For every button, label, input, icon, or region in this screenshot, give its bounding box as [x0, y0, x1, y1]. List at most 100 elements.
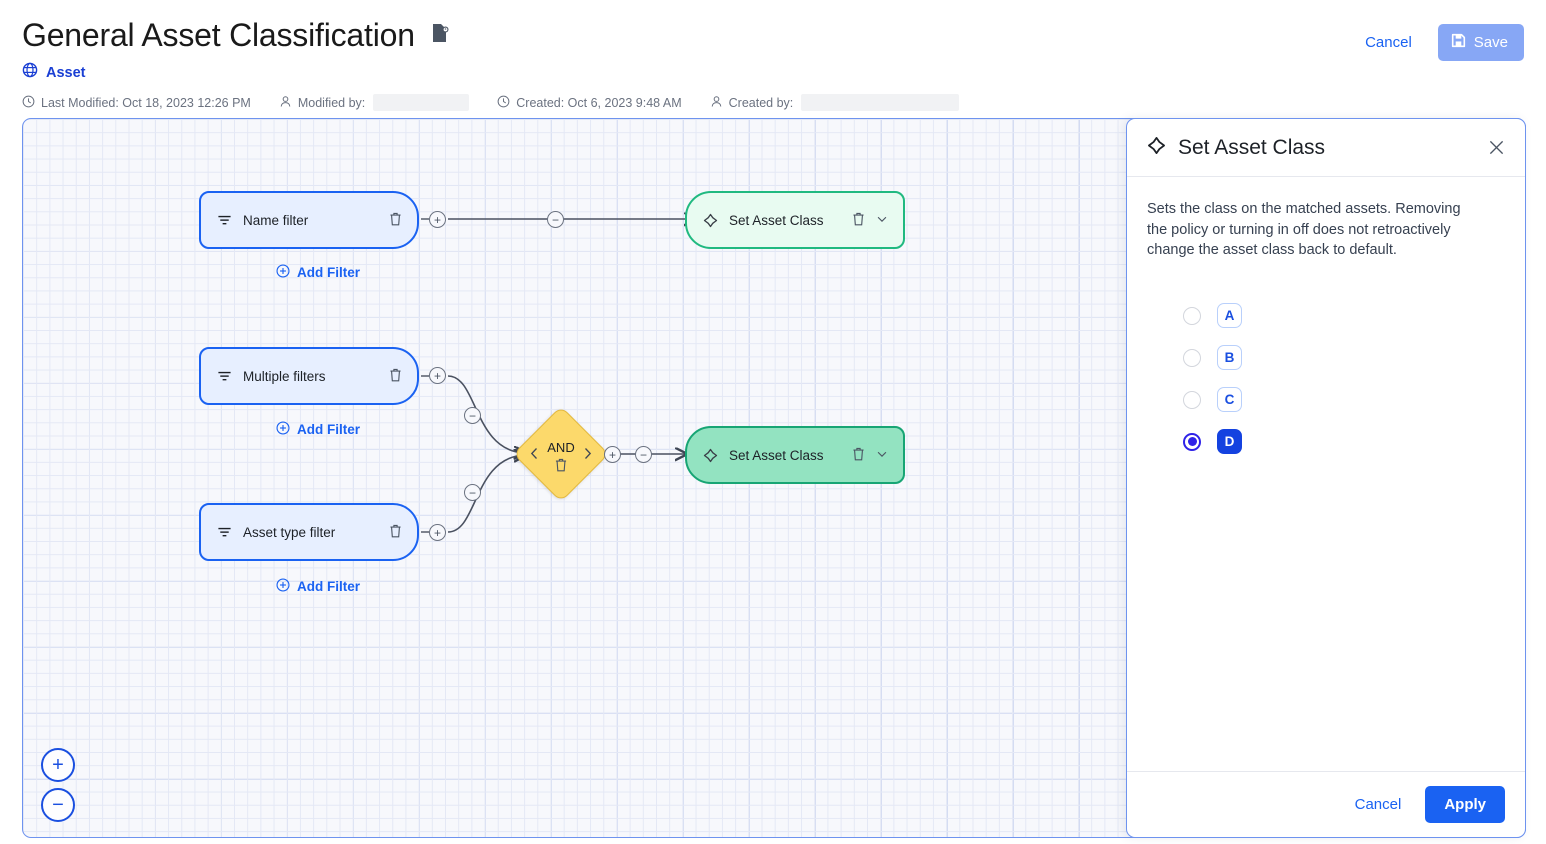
add-filter-name[interactable]: Add Filter: [276, 264, 360, 281]
save-disk-icon: [1451, 33, 1466, 52]
radio-d[interactable]: [1183, 432, 1201, 451]
plus-circle-icon: [276, 264, 290, 281]
meta-label: Last Modified: Oct 18, 2023 12:26 PM: [41, 95, 251, 110]
asset-class-icon: [1147, 136, 1166, 160]
filter-icon: [217, 525, 232, 540]
node-tools: [388, 523, 403, 542]
trash-icon[interactable]: [388, 211, 403, 230]
user-icon: [710, 95, 723, 111]
panel-apply-button[interactable]: Apply: [1425, 786, 1505, 823]
close-icon[interactable]: [1488, 139, 1505, 156]
globe-icon: [22, 62, 38, 83]
save-button[interactable]: Save: [1437, 24, 1524, 61]
badge-a[interactable]: A: [1217, 303, 1242, 329]
cancel-button[interactable]: Cancel: [1365, 34, 1412, 51]
radio-b[interactable]: [1183, 348, 1201, 367]
add-filter-label: Add Filter: [297, 265, 360, 280]
clock-icon: [497, 95, 510, 111]
header-actions: Cancel Save: [1363, 24, 1524, 61]
node-label: Set Asset Class: [729, 447, 824, 463]
document-info-icon[interactable]: [431, 23, 449, 48]
edge-add-handle[interactable]: +: [604, 446, 621, 463]
page-title: General Asset Classification: [22, 17, 415, 53]
plus-circle-icon: [276, 421, 290, 438]
node-tools: [851, 211, 889, 230]
badge-c[interactable]: C: [1217, 387, 1242, 413]
node-tools: [388, 211, 403, 230]
redacted-value: [801, 94, 960, 111]
node-tools: [851, 446, 889, 465]
asset-class-icon: [703, 213, 718, 228]
node-label: Name filter: [243, 212, 309, 228]
edge-remove-handle[interactable]: −: [547, 211, 564, 228]
add-filter-label: Add Filter: [297, 579, 360, 594]
redacted-value: [373, 94, 470, 111]
node-tools: [388, 367, 403, 386]
meta-created-by: Created by:: [710, 94, 960, 111]
chevron-left-icon[interactable]: [530, 447, 539, 463]
edge-add-handle[interactable]: +: [429, 211, 446, 228]
node-name-filter[interactable]: Name filter: [199, 191, 419, 249]
node-asset-type-filter[interactable]: Asset type filter: [199, 503, 419, 561]
edge-add-handle[interactable]: +: [429, 524, 446, 541]
meta-modified-by: Modified by:: [279, 94, 470, 111]
meta-created: Created: Oct 6, 2023 9:48 AM: [497, 95, 682, 111]
badge-b[interactable]: B: [1217, 345, 1242, 371]
node-label: Set Asset Class: [729, 212, 824, 228]
chevron-down-icon[interactable]: [875, 212, 889, 229]
add-filter-multiple[interactable]: Add Filter: [276, 421, 360, 438]
clock-icon: [22, 95, 35, 111]
panel-title: Set Asset Class: [1178, 135, 1326, 159]
logic-gate-and[interactable]: AND: [512, 405, 610, 503]
breadcrumb-label: Asset: [46, 64, 86, 81]
radio-c[interactable]: [1183, 390, 1201, 409]
chevron-right-icon[interactable]: [583, 447, 592, 463]
metadata-bar: Last Modified: Oct 18, 2023 12:26 PM Mod…: [22, 94, 987, 111]
add-filter-asset-type[interactable]: Add Filter: [276, 578, 360, 595]
option-row-d[interactable]: D: [1147, 421, 1505, 463]
node-label: Asset type filter: [243, 524, 336, 540]
gate-label: AND: [547, 440, 575, 455]
panel-cancel-button[interactable]: Cancel: [1354, 796, 1402, 813]
radio-a[interactable]: [1183, 306, 1201, 325]
node-label: Multiple filters: [243, 368, 326, 384]
asset-class-options: A B C D: [1147, 295, 1505, 463]
option-row-a[interactable]: A: [1147, 295, 1505, 337]
zoom-out-button[interactable]: −: [41, 788, 75, 822]
panel-footer: Cancel Apply: [1127, 771, 1525, 837]
page-title-row: General Asset Classification: [22, 17, 449, 53]
meta-label: Created by:: [728, 95, 794, 110]
edge-remove-handle[interactable]: −: [464, 407, 481, 424]
option-row-c[interactable]: C: [1147, 379, 1505, 421]
user-icon: [279, 95, 292, 111]
trash-icon[interactable]: [388, 523, 403, 542]
trash-icon[interactable]: [388, 367, 403, 386]
edge-remove-handle[interactable]: −: [464, 484, 481, 501]
option-row-b[interactable]: B: [1147, 337, 1505, 379]
edge-remove-handle[interactable]: −: [635, 446, 652, 463]
panel-header: Set Asset Class: [1127, 119, 1525, 177]
meta-label: Created: Oct 6, 2023 9:48 AM: [516, 95, 682, 110]
trash-icon[interactable]: [851, 211, 866, 230]
zoom-in-button[interactable]: +: [41, 748, 75, 782]
badge-d[interactable]: D: [1217, 429, 1242, 455]
node-multiple-filters[interactable]: Multiple filters: [199, 347, 419, 405]
trash-icon[interactable]: [554, 457, 569, 478]
plus-circle-icon: [276, 578, 290, 595]
set-asset-class-panel: Set Asset Class Sets the class on the ma…: [1126, 118, 1526, 838]
panel-body: Sets the class on the matched assets. Re…: [1127, 177, 1525, 771]
trash-icon[interactable]: [851, 446, 866, 465]
chevron-down-icon[interactable]: [875, 447, 889, 464]
save-button-label: Save: [1473, 34, 1508, 51]
filter-icon: [217, 213, 232, 228]
node-set-asset-class-2[interactable]: Set Asset Class: [685, 426, 905, 484]
asset-class-icon: [703, 448, 718, 463]
panel-description: Sets the class on the matched assets. Re…: [1147, 201, 1461, 259]
meta-last-modified: Last Modified: Oct 18, 2023 12:26 PM: [22, 95, 251, 111]
breadcrumb[interactable]: Asset: [22, 62, 86, 83]
edge-add-handle[interactable]: +: [429, 367, 446, 384]
node-set-asset-class-1[interactable]: Set Asset Class: [685, 191, 905, 249]
filter-icon: [217, 369, 232, 384]
meta-label: Modified by:: [297, 95, 366, 110]
